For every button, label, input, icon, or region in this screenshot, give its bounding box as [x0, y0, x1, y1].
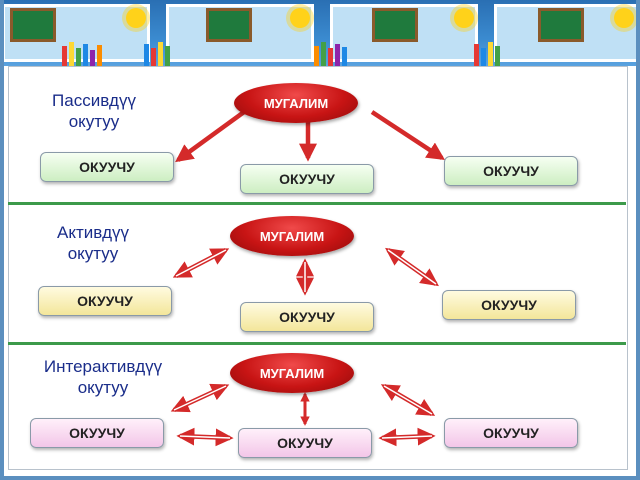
- sun-icon: [614, 8, 634, 28]
- section-title-active: Активдүү окутуу: [38, 222, 148, 264]
- student-node: ОКУУЧУ: [442, 290, 576, 320]
- student-node: ОКУУЧУ: [444, 418, 578, 448]
- chalkboard-icon: [206, 8, 252, 42]
- student-node: ОКУУЧУ: [240, 164, 374, 194]
- chalkboard-icon: [372, 8, 418, 42]
- teacher-node: МУГАЛИМ: [230, 216, 354, 256]
- student-node: ОКУУЧУ: [240, 302, 374, 332]
- sun-icon: [126, 8, 146, 28]
- section-title-interactive: Интерактивдүү окутуу: [18, 356, 188, 398]
- teacher-node: МУГАЛИМ: [234, 83, 358, 123]
- header-banner: [0, 0, 640, 66]
- pencils-icon: [60, 40, 104, 66]
- student-node: ОКУУЧУ: [30, 418, 164, 448]
- sun-icon: [454, 8, 474, 28]
- diagram-panel: [8, 66, 628, 470]
- section-title-passive: Пассивдүү окутуу: [34, 90, 154, 132]
- pencils-icon: [312, 40, 356, 66]
- section-title-line: Пассивдүү: [52, 91, 136, 110]
- section-divider: [8, 342, 626, 345]
- pencils-icon: [472, 40, 516, 66]
- chalkboard-icon: [538, 8, 584, 42]
- student-node: ОКУУЧУ: [238, 428, 372, 458]
- student-node: ОКУУЧУ: [444, 156, 578, 186]
- section-title-line: окутуу: [67, 244, 119, 263]
- chalkboard-icon: [10, 8, 56, 42]
- section-title-line: Интерактивдүү: [43, 357, 163, 376]
- student-node: ОКУУЧУ: [40, 152, 174, 182]
- section-divider: [8, 202, 626, 205]
- section-title-line: окутуу: [68, 112, 120, 131]
- sun-icon: [290, 8, 310, 28]
- student-node: ОКУУЧУ: [38, 286, 172, 316]
- pencils-icon: [142, 40, 186, 66]
- teacher-node: МУГАЛИМ: [230, 353, 354, 393]
- section-title-line: Активдүү: [56, 223, 129, 242]
- section-title-line: окутуу: [77, 378, 129, 397]
